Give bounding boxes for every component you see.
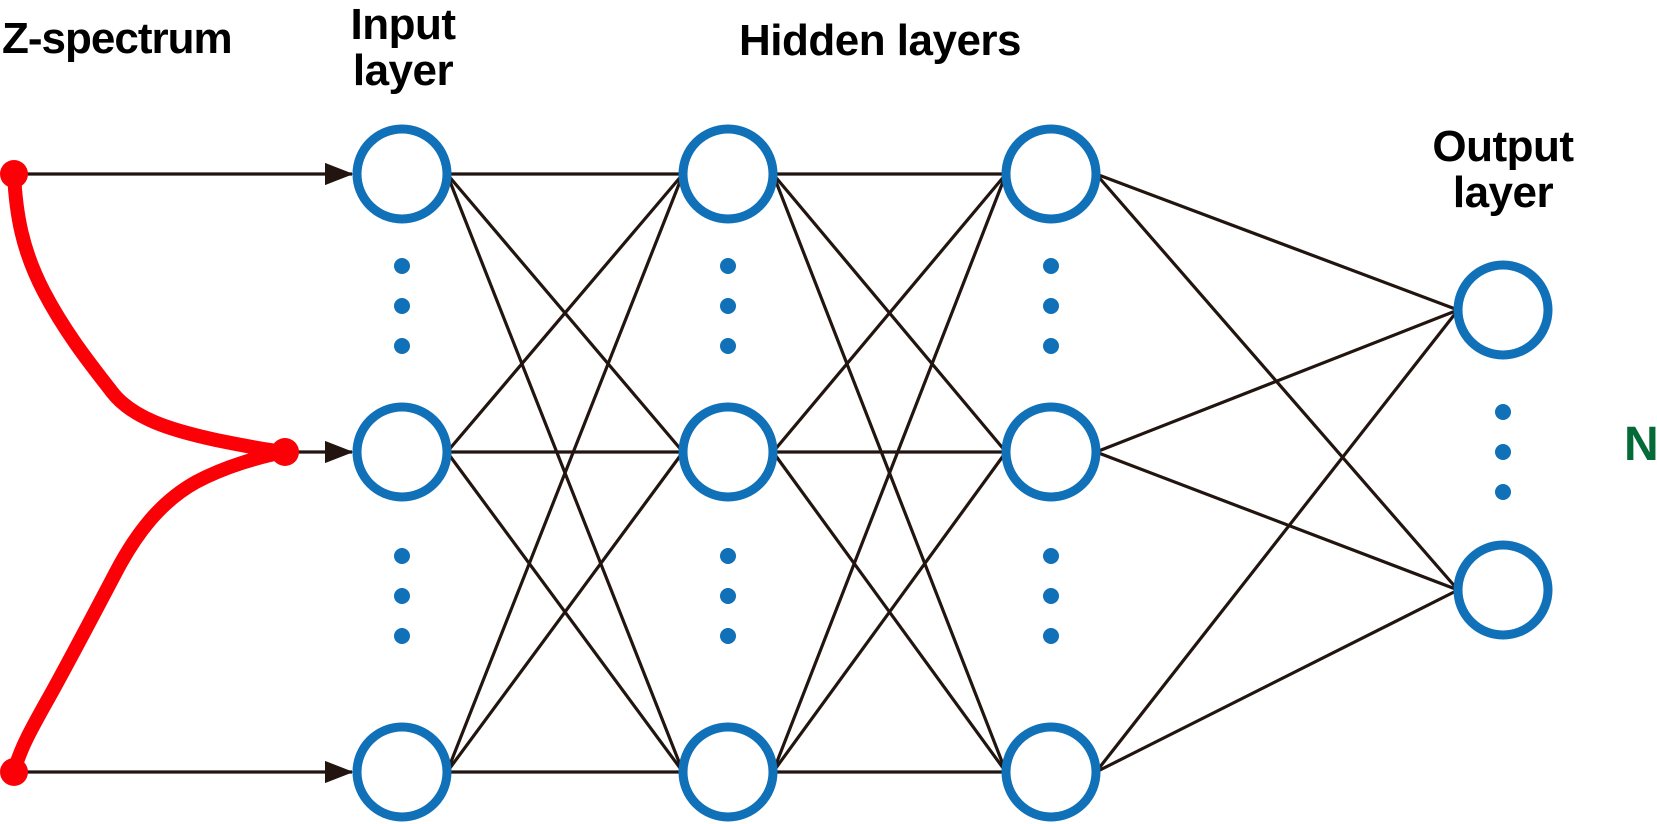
- z-spectrum-marker-end: [0, 758, 28, 786]
- ellipsis-dot: [720, 338, 736, 354]
- ellipsis-dot: [1495, 444, 1511, 460]
- ellipsis-dot: [720, 298, 736, 314]
- hidden-layers-label: Hidden layers: [738, 16, 1022, 65]
- ellipsis-dots: [394, 258, 1511, 644]
- z-spectrum-marker-start: [0, 160, 28, 188]
- neuron-i1[interactable]: [352, 124, 452, 224]
- ellipsis-dot: [720, 628, 736, 644]
- neuron-h1a[interactable]: [678, 124, 778, 224]
- output-count-annotation: N: [1624, 418, 1657, 471]
- ellipsis-dot: [1043, 338, 1059, 354]
- output-layer-label: Output layer: [1432, 122, 1574, 217]
- z-spectrum-curve: [0, 160, 299, 786]
- z-spectrum-path: [7, 167, 292, 779]
- neuron-i3[interactable]: [352, 722, 452, 822]
- neuron-h1b[interactable]: [678, 402, 778, 502]
- ellipsis-dot: [394, 628, 410, 644]
- connection-edge: [1094, 309, 1460, 773]
- network-nodes: [352, 124, 1553, 822]
- neuron-o1[interactable]: [1453, 260, 1553, 360]
- ellipsis-dot: [1495, 484, 1511, 500]
- connection-edge: [445, 451, 685, 773]
- connection-edge: [771, 451, 1008, 773]
- ellipsis-dot: [1043, 628, 1059, 644]
- neuron-h1c[interactable]: [678, 722, 778, 822]
- ellipsis-dot: [394, 338, 410, 354]
- ellipsis-dot: [1043, 258, 1059, 274]
- connection-edge: [1095, 450, 1459, 592]
- ellipsis-dot: [720, 548, 736, 564]
- connection-edge: [1095, 308, 1459, 454]
- ellipsis-dot: [1043, 548, 1059, 564]
- neuron-o2[interactable]: [1453, 540, 1553, 640]
- neuron-h2a[interactable]: [1001, 124, 1101, 224]
- connection-edge: [445, 173, 685, 773]
- connection-edge: [445, 172, 685, 454]
- neuron-h2b[interactable]: [1001, 402, 1101, 502]
- input-layer-label: Input layer: [350, 0, 456, 95]
- ellipsis-dot: [394, 298, 410, 314]
- connection-edge: [1095, 588, 1459, 774]
- ellipsis-dot: [394, 588, 410, 604]
- ellipsis-dot: [1043, 298, 1059, 314]
- neuron-i2[interactable]: [352, 402, 452, 502]
- ellipsis-dot: [394, 258, 410, 274]
- ellipsis-dot: [720, 588, 736, 604]
- ellipsis-dot: [720, 258, 736, 274]
- connection-edge: [771, 172, 1008, 454]
- connection-edge: [771, 173, 1008, 773]
- z-spectrum-marker-peak: [271, 438, 299, 466]
- ellipsis-dot: [1043, 588, 1059, 604]
- neuron-h2c[interactable]: [1001, 722, 1101, 822]
- ellipsis-dot: [394, 548, 410, 564]
- connection-edge: [1095, 172, 1459, 312]
- z-spectrum-label: Z-spectrum: [2, 14, 233, 63]
- ellipsis-dot: [1495, 404, 1511, 420]
- connection-edges: [445, 172, 1460, 774]
